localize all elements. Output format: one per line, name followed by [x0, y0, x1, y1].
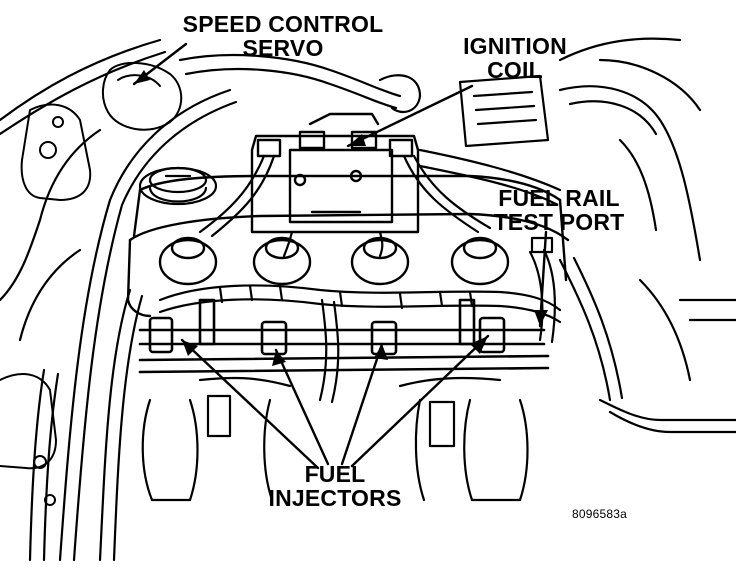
callout-rail-line1: FUEL RAIL [498, 185, 620, 211]
leader-ignition-coil [346, 84, 474, 148]
left-accessories [0, 61, 183, 506]
leader-arrowheads [134, 70, 548, 366]
leader-lines [132, 42, 548, 470]
callout-speed-line2: SERVO [242, 35, 324, 62]
callout-ignition-coil: IGNITION COIL [440, 34, 590, 82]
test-port [528, 236, 556, 344]
callout-inj-line2: INJECTORS [268, 485, 402, 512]
oil-fill-cap [138, 166, 218, 206]
leader-injector-2 [274, 348, 330, 466]
wiring-harness [158, 284, 562, 404]
callout-inj-line1: FUEL [304, 461, 366, 487]
top-hoses [178, 37, 682, 114]
figure-id: 8096583a [572, 507, 627, 521]
callout-fuel-rail-test-port: FUEL RAIL TEST PORT [474, 186, 644, 234]
callout-speed-control-servo: SPEED CONTROL SERVO [168, 12, 398, 60]
leader-injector-3 [340, 342, 384, 466]
right-components [418, 58, 736, 434]
leader-injector-1 [180, 338, 320, 470]
left-hoses [0, 38, 238, 562]
callout-coil-line1: IGNITION [463, 33, 567, 59]
callout-rail-line2: TEST PORT [493, 209, 625, 236]
plug-wires [198, 154, 492, 258]
ignition-coil-pack [250, 112, 420, 234]
intake-runners [141, 376, 529, 502]
leader-injector-4 [350, 334, 490, 468]
plug-boots [158, 236, 510, 286]
callout-coil-line2: COIL [487, 57, 543, 84]
callout-fuel-injectors: FUEL INJECTORS [250, 462, 420, 510]
fuel-rail [138, 298, 550, 374]
valve-cover [126, 174, 570, 318]
callout-speed-line1: SPEED CONTROL [182, 11, 384, 37]
